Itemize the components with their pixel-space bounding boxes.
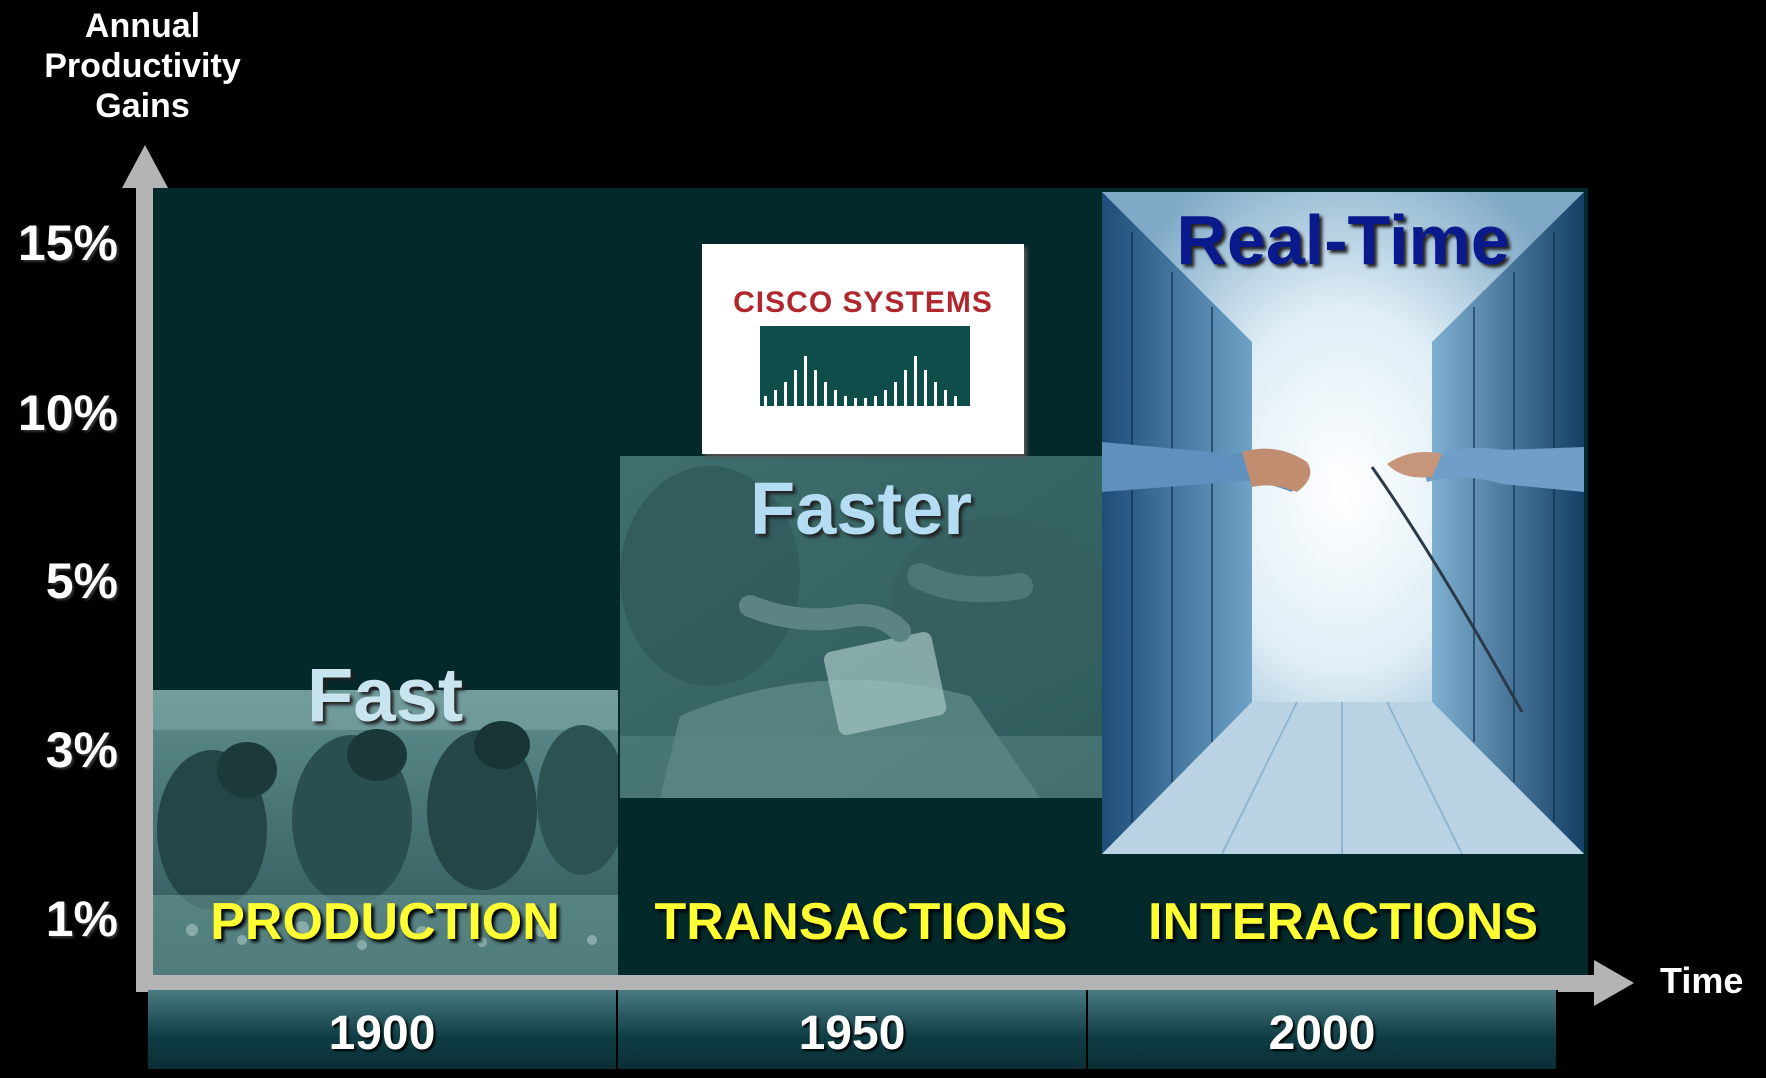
- y-tick-label: 5%: [45, 553, 118, 609]
- cisco-bridge-logo: [760, 326, 970, 406]
- interactions-photo: [1102, 192, 1584, 854]
- cisco-logo-text: CISCO SYSTEMS: [733, 286, 993, 319]
- year-label-1950: 1950: [618, 990, 1088, 1069]
- y-axis-arrowhead: [122, 145, 168, 188]
- y-axis-line: [136, 186, 153, 991]
- factory-workers-image: [152, 690, 618, 975]
- year-label-1900: 1900: [148, 990, 618, 1069]
- era-label-production: PRODUCTION: [210, 893, 560, 951]
- y-axis-title-line: Annual: [84, 7, 201, 45]
- transactions-photo: [620, 456, 1102, 798]
- era-word-real-time: Real-Time: [1176, 201, 1510, 279]
- era-label-transactions: TRANSACTIONS: [654, 893, 1068, 951]
- y-axis-title-line: Productivity: [44, 47, 241, 85]
- y-axis-title: Annual Productivity Gains: [20, 6, 265, 126]
- era-label-interactions: INTERACTIONS: [1148, 893, 1538, 951]
- y-axis-title-line: Gains: [95, 87, 190, 125]
- y-tick-label: 15%: [17, 215, 118, 271]
- exchange-hands-image: [620, 456, 1102, 798]
- era-word-fast: Fast: [306, 653, 464, 738]
- production-photo: [152, 690, 618, 975]
- x-axis-title: Time: [1660, 960, 1744, 1001]
- era-word-faster: Faster: [749, 467, 973, 550]
- x-axis-arrowhead: [1594, 960, 1634, 1006]
- x-axis-line: [136, 975, 1596, 992]
- cisco-logo-card: CISCO SYSTEMS: [702, 244, 1024, 454]
- data-center-image: [1102, 192, 1584, 854]
- y-tick-label: 3%: [45, 722, 118, 778]
- y-tick-label: 1%: [45, 891, 118, 947]
- year-label-2000: 2000: [1088, 990, 1558, 1069]
- y-tick-label: 10%: [17, 385, 118, 441]
